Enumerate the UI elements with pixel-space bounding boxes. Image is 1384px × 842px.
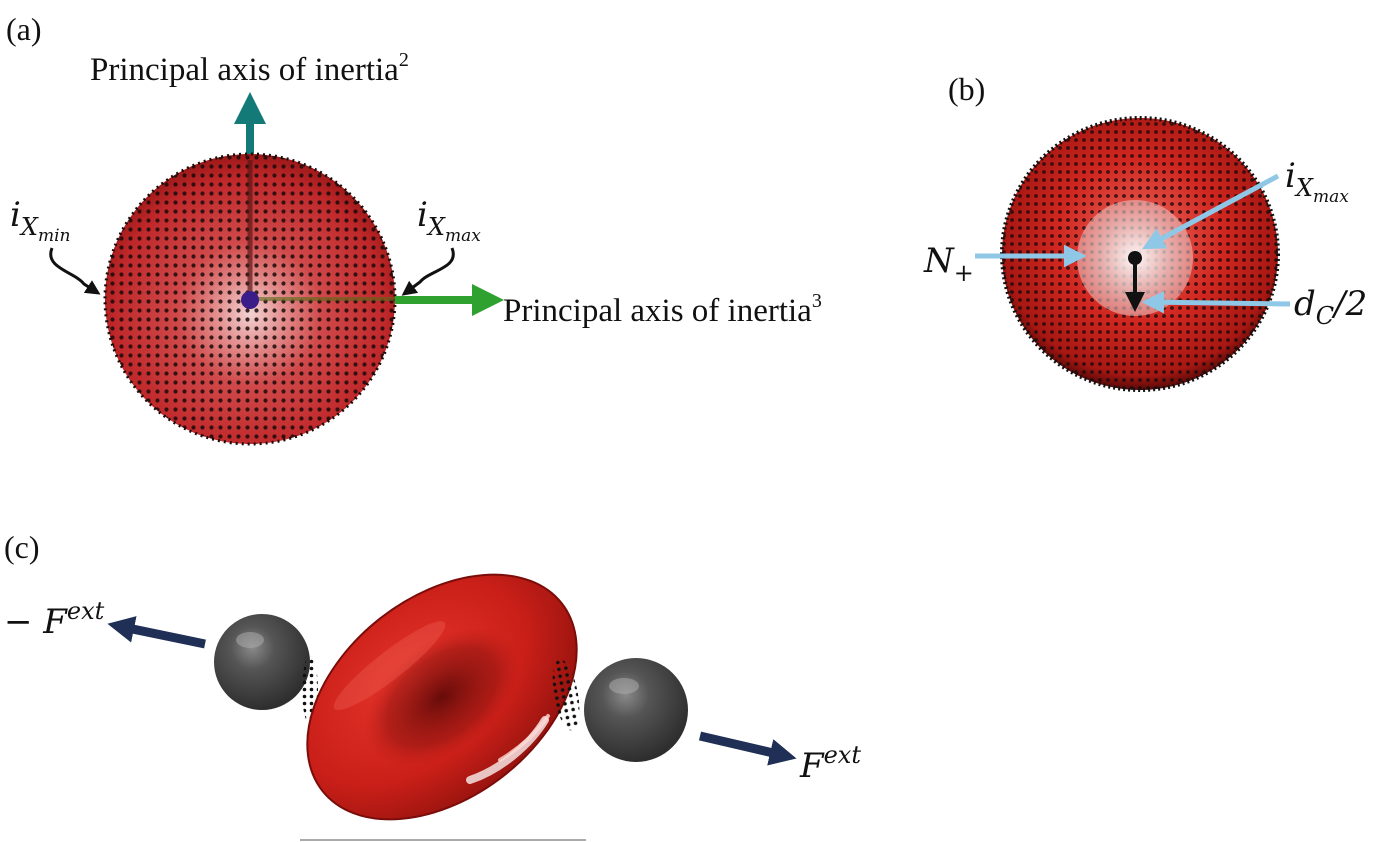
ixmax-a-base: i [417, 195, 428, 235]
ixmax-b-subsub: max [1313, 187, 1349, 207]
axis2-label-text: Principal axis of inertia [90, 52, 399, 88]
panel-b-label: (b) [948, 71, 985, 107]
fneg-base: F [42, 602, 68, 642]
cell-highlight-2 [498, 714, 550, 762]
ixmin-subsub: min [38, 226, 71, 246]
ixmax-b-base: i [1285, 156, 1296, 196]
axis3-label-text: Principal axis of inertia [503, 293, 812, 329]
panel-b: (b) iXmax N+ dC/2 [923, 71, 1367, 392]
dc-base: d [1294, 284, 1316, 324]
ixmax-label-b: iXmax [1285, 156, 1349, 207]
axis2-label-sup: 2 [399, 49, 409, 71]
nplus-label: N+ [923, 241, 974, 287]
bead-right [584, 658, 688, 762]
dc-sub: C [1316, 302, 1334, 330]
panel-c: (c) − Fext Fext [4, 529, 861, 841]
dc-label: dC/2 [1294, 284, 1367, 330]
ixmax-pointer-a [401, 247, 455, 296]
axis3-label-sup: 3 [812, 290, 822, 312]
ixmin-pointer [49, 247, 101, 295]
ixmax-pointer-b [1142, 173, 1280, 250]
axis3-label: Principal axis of inertia3 [503, 290, 822, 329]
fneg-label: − Fext [4, 597, 105, 642]
ixmax-a-subsub: max [445, 226, 481, 246]
contact-center [1128, 251, 1142, 265]
ixmax-label-a: iXmax [417, 195, 481, 246]
ixmin-label: iXmin [10, 195, 70, 246]
panel-a-label: (a) [6, 11, 42, 47]
fpos-base: F [799, 746, 825, 786]
ixmax-b-sub: X [1294, 174, 1314, 202]
nplus-sub: + [954, 259, 974, 287]
center-dot [241, 291, 259, 309]
ixmax-a-sub: X [426, 213, 446, 241]
panel-c-label: (c) [4, 529, 40, 565]
attachment-right [552, 659, 580, 731]
fneg-prefix: − [4, 602, 43, 642]
ixmin-base: i [10, 195, 21, 235]
bead-right-highlight [609, 678, 639, 694]
fpos-sup: ext [824, 741, 862, 769]
force-arrow-positive [698, 731, 797, 766]
panel-a: (a) Principal axis of inertia2 Principal… [6, 11, 822, 446]
dc-pointer [1141, 291, 1291, 314]
ixmin-sub: X [19, 213, 39, 241]
bead-left [214, 614, 310, 710]
nplus-base: N [923, 241, 955, 281]
fpos-label: Fext [799, 741, 861, 786]
fneg-sup: ext [67, 597, 105, 625]
bead-left-highlight [236, 632, 264, 648]
force-arrow-negative [107, 616, 206, 649]
axis2-label: Principal axis of inertia2 [90, 49, 409, 88]
dc-tail: /2 [1331, 284, 1367, 324]
